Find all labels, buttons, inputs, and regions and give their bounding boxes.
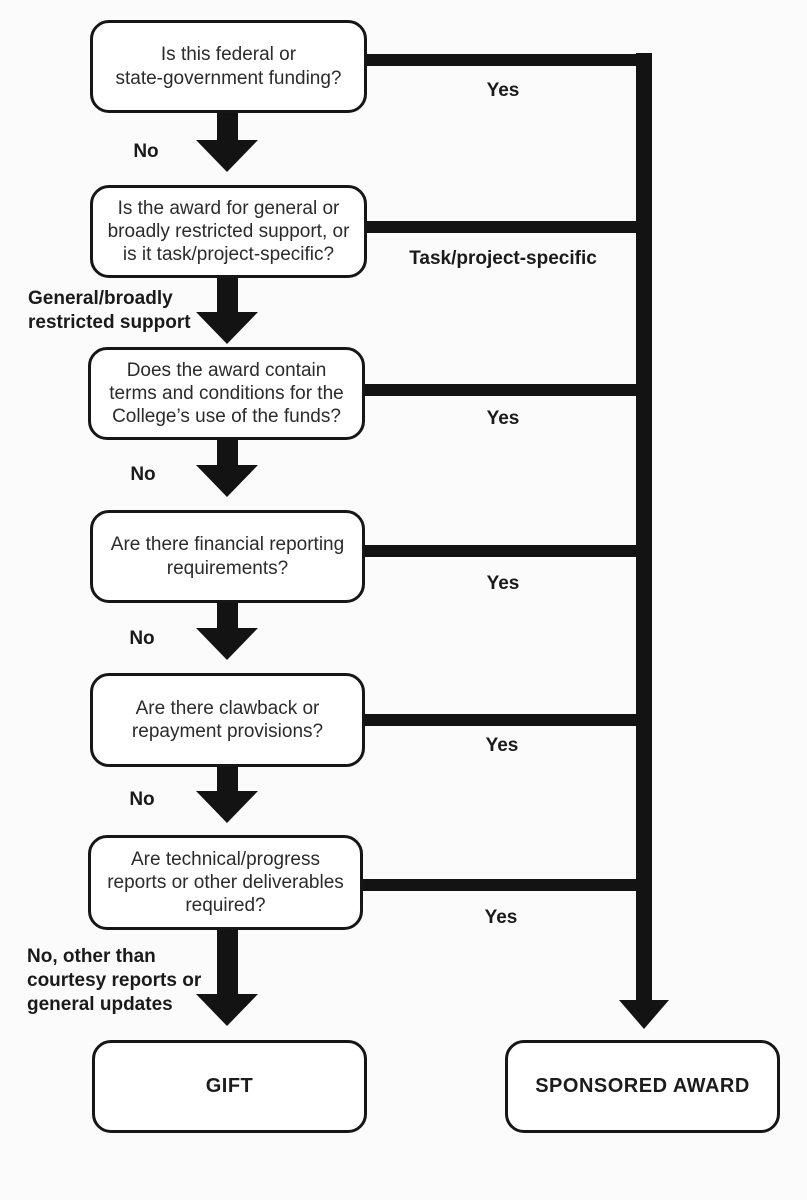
question-text: Is the award for general or broadly rest… bbox=[107, 197, 350, 266]
down-arrow-q1-shaft bbox=[217, 112, 238, 141]
outcome-box-gift: GIFT bbox=[92, 1040, 367, 1133]
down-arrow-q6-head-icon bbox=[196, 994, 258, 1026]
down-arrow-q4-head-icon bbox=[196, 628, 258, 660]
question-text: Are there clawback or repayment provisio… bbox=[131, 697, 324, 742]
outcome-text: SPONSORED AWARD bbox=[535, 1075, 750, 1098]
question-text: Are there financial reporting requiremen… bbox=[110, 534, 345, 579]
edge-label-q2-task-specific: Task/project-specific bbox=[409, 248, 597, 270]
question-text: Is this federal or state-government fund… bbox=[115, 44, 342, 89]
edge-label-q4-no: No bbox=[129, 628, 155, 650]
edge-label-q6-yes: Yes bbox=[484, 907, 518, 929]
outcome-box-sponsored-award: SPONSORED AWARD bbox=[505, 1040, 780, 1133]
down-arrow-q5-shaft bbox=[217, 766, 238, 792]
branch-line-q4-yes bbox=[364, 545, 652, 557]
outcome-text: GIFT bbox=[205, 1075, 254, 1098]
question-text: Are technical/progress reports or other … bbox=[107, 848, 344, 917]
question-box-general-or-specific: Is the award for general or broadly rest… bbox=[90, 185, 367, 278]
edge-label-q5-yes: Yes bbox=[485, 735, 519, 757]
branch-line-q2-task bbox=[366, 221, 652, 233]
edge-label-q2-general-support: General/broadly restricted support bbox=[28, 288, 191, 333]
down-arrow-q3-shaft bbox=[217, 439, 238, 466]
question-box-clawback: Are there clawback or repayment provisio… bbox=[90, 673, 365, 767]
question-box-federal-funding: Is this federal or state-government fund… bbox=[90, 20, 367, 113]
down-arrow-q3-head-icon bbox=[196, 465, 258, 497]
edge-label-q1-no: No bbox=[133, 141, 159, 163]
down-arrow-q6-shaft bbox=[217, 929, 238, 995]
question-box-terms-conditions: Does the award contain terms and conditi… bbox=[88, 347, 365, 440]
edge-label-q4-yes: Yes bbox=[486, 573, 520, 595]
edge-label-q3-no: No bbox=[130, 464, 156, 486]
branch-line-q1-yes bbox=[366, 54, 652, 66]
edge-label-q3-yes: Yes bbox=[486, 408, 520, 430]
down-arrow-q4-shaft bbox=[217, 602, 238, 629]
down-arrow-q2-shaft bbox=[217, 276, 238, 313]
down-arrow-q1-head-icon bbox=[196, 140, 258, 172]
edge-label-q6-no-courtesy: No, other than courtesy reports or gener… bbox=[27, 946, 202, 1015]
trunk-arrowhead-icon bbox=[619, 1000, 669, 1029]
branch-line-q3-yes bbox=[364, 384, 652, 396]
trunk-line bbox=[636, 53, 652, 1000]
question-text: Does the award contain terms and conditi… bbox=[109, 359, 344, 428]
edge-label-q1-yes: Yes bbox=[486, 80, 520, 102]
question-box-technical-reports: Are technical/progress reports or other … bbox=[88, 835, 363, 930]
down-arrow-q2-head-icon bbox=[196, 312, 258, 344]
edge-label-q5-no: No bbox=[129, 789, 155, 811]
question-box-financial-reporting: Are there financial reporting requiremen… bbox=[90, 510, 365, 603]
down-arrow-q5-head-icon bbox=[196, 791, 258, 823]
branch-line-q6-yes bbox=[362, 879, 652, 891]
branch-line-q5-yes bbox=[364, 714, 652, 726]
